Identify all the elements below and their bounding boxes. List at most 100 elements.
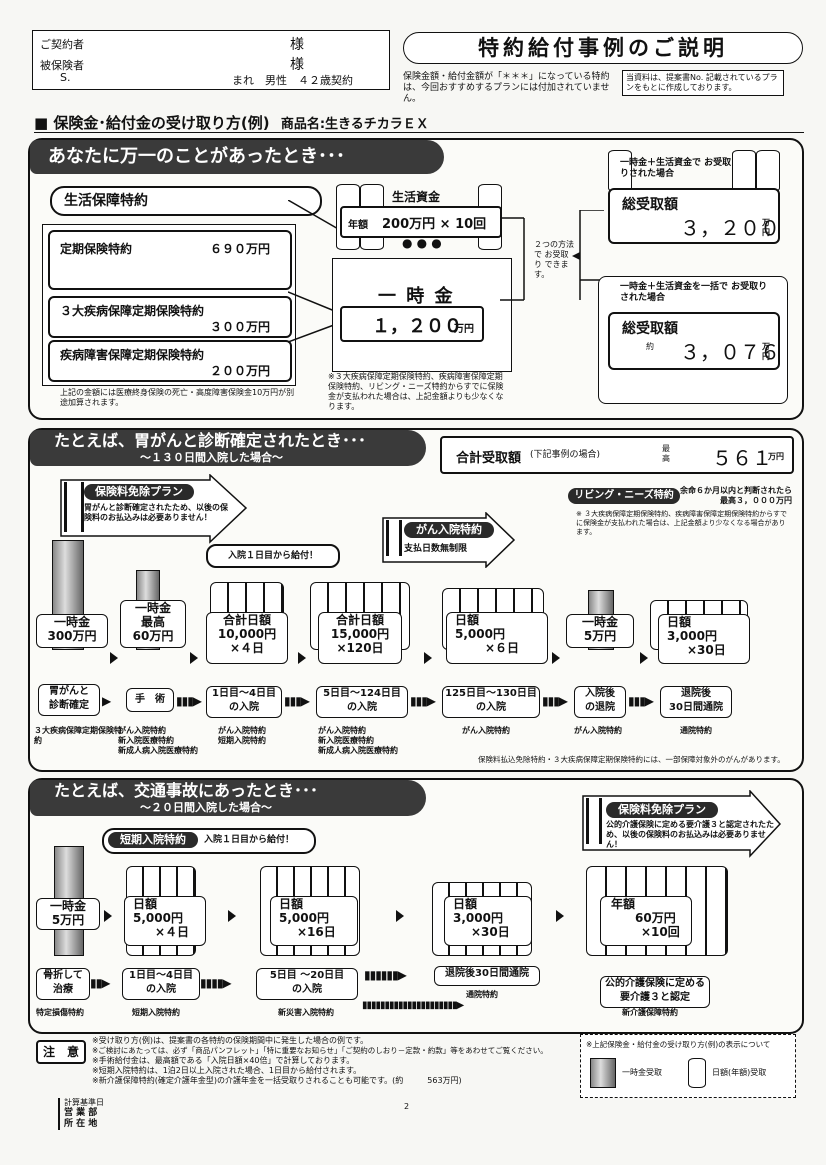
payout-line: ×120日 (336, 641, 384, 655)
cancer-rider-stripes (386, 520, 402, 556)
step-line: の入院 (347, 702, 377, 713)
step-line: の入院 (146, 984, 176, 995)
arrow-right-icon (110, 652, 118, 664)
step-line: の入院 (476, 702, 506, 713)
step-line: 30日間通院 (669, 702, 723, 713)
section-heading: ■ 保険金･給付金の受け取り方(例) 商品名:生きるチカラＥＸ (34, 112, 429, 133)
note-line: ※受け取り方(例)は、提案書の各特約の保険期間中に発生した場合の例です。 (92, 1036, 369, 1045)
notes-label: 注 意 (36, 1040, 86, 1064)
step-line: の入院 (229, 702, 259, 713)
total-label: 合計受取額 (456, 451, 522, 466)
total-value: ５６１ (712, 446, 772, 470)
step-rider: 短期入院特約 (132, 1008, 180, 1017)
insured-name: S. (60, 71, 71, 84)
option1-value: ３，２００ (680, 216, 780, 240)
day1-callout: 入院１日目から給付！ (206, 544, 340, 568)
page-number: 2 (404, 1102, 410, 1111)
option2-box: 総受取額 約 ３，０７６ 万円 (608, 312, 780, 370)
lump-sum-box: １，２００ 万円 (340, 306, 484, 342)
cancer-rider-title: がん入院特約 (404, 522, 494, 538)
progress-arrows: ▮▮▶ (90, 976, 110, 990)
lump-sum-unit: 万円 (454, 324, 474, 335)
option2-approx: 約 (646, 342, 654, 351)
arrow-right-icon (228, 910, 236, 922)
step-rider: 特定損傷特約 (36, 1008, 84, 1017)
legend-lump-label: 一時金受取 (622, 1068, 662, 1077)
waiver-title: 保険料免除プラン (606, 802, 718, 818)
lump-sum-legend-icon (590, 1058, 616, 1088)
progress-arrows: ▮▮▮▮▮▮▶ (364, 968, 407, 982)
section-cancer-banner: たとえば、胃がんと診断確定されたとき･･･ ～１３０日間入院した場合～ (30, 430, 426, 466)
banner-subtitle: ～２０日間入院した場合～ (140, 801, 272, 814)
payout-line: 年額 (611, 897, 636, 911)
progress-arrows: ▮▮▮▶ (542, 694, 568, 708)
step-line: 公的介護保険に定める (605, 978, 705, 989)
step-line: 要介護３と認定 (620, 992, 690, 1003)
insured-detail: まれ 男性 ４２歳契約 (232, 74, 353, 87)
waiver-title: 保険料免除プラン (84, 484, 194, 500)
progress-arrows: ▮▮▮▶ (176, 694, 202, 708)
option2-unit: 万円 (762, 342, 770, 361)
short-rider-text: 入院１日目から給付！ (204, 835, 295, 845)
document-title: 特約給付事例のご説明 (478, 36, 728, 60)
payout-line: 日額 (667, 615, 692, 629)
cancer-rider-arrow (382, 512, 516, 568)
rider-row-three-diseases: ３大疾病保障定期保険特約 ３００万円 (48, 296, 292, 338)
progress-arrows: ▮▮▮▶ (410, 694, 436, 708)
payout-line: 日額 (133, 897, 158, 911)
annual-value: 200万円 × 10回 (382, 217, 487, 232)
timeline-step: 公的介護保険に定める要介護３と認定 (600, 976, 710, 1008)
option2-label: 総受取額 (622, 321, 678, 337)
progress-arrows: ▶ (102, 694, 111, 708)
step-line: 1日目～4日目 (129, 970, 193, 981)
payout-line: 日額 (455, 613, 480, 627)
timeline-step: 1日目～4日目の入院 (206, 686, 282, 718)
contractor-label: ご契約者 (40, 38, 84, 51)
waiver-stripes (586, 798, 602, 844)
payout-line: ×４日 (155, 925, 190, 939)
step-line: 胃がんと (49, 686, 89, 697)
step-line: の退院 (585, 702, 615, 713)
heading-underline (34, 132, 804, 133)
note-line: ※手術給付金は、最高額である「入院日額×40倍」で計算しております。 (92, 1056, 355, 1065)
payout-line: 日額 (279, 897, 304, 911)
arrow-right-icon (298, 652, 306, 664)
step-rider: がん入院特約 新入院医療特約 新成人病入院医療特約 (318, 726, 398, 755)
rider-amount: ２００万円 (210, 364, 271, 378)
ellipsis: ● ● ● (402, 236, 442, 250)
note-line: ※ご検討にあたっては、必ず「商品パンフレット」「特に重要なお知らせ」「ご契約のし… (92, 1046, 548, 1055)
insured-honorific: 様 (290, 57, 304, 73)
contractor-honorific: 様 (290, 37, 304, 53)
rider-row-disability: 疾病障害保障定期保険特約 ２００万円 (48, 340, 292, 382)
short-rider-callout: 短期入院特約 入院１日目から給付！ (102, 828, 316, 854)
rider-amount: ３００万円 (210, 320, 271, 334)
contract-info-box (32, 30, 390, 90)
step-line: 手 術 (135, 694, 165, 705)
step-line: 125日目～130日目 (445, 688, 537, 699)
rider-amount: ６９０万円 (210, 242, 271, 256)
insured-label: 被保険者 (40, 59, 84, 72)
payout-line: 一時金 (53, 615, 90, 629)
arrow-right-icon (556, 910, 564, 922)
document-title-box: 特約給付事例のご説明 (403, 32, 803, 64)
step-rider: ３大疾病保障定期保険特約 (34, 726, 122, 745)
annual-prefix: 年額 (348, 220, 368, 231)
legend-daily-label: 日額(年額)受取 (712, 1068, 767, 1077)
short-rider-title: 短期入院特約 (108, 832, 198, 848)
header-note: 保険金額・給付金額が「＊＊＊」になっている特約は、今回おすすめするプランには付加… (403, 72, 610, 104)
payout-line: 最高 (140, 615, 165, 629)
note-line: ※短期入院特約は、1泊2日以上入院された場合、1日目から給付されます。 (92, 1066, 362, 1075)
progress-arrows: ▮▮▮▮▮▮▮▮▮▮▮▮▮▮▮▮▮▮▮▮▮▶ (362, 1000, 464, 1011)
timeline-step: 骨折して治療 (36, 968, 90, 1000)
option1-box: 総受取額 ３，２００ 万円 (608, 188, 780, 244)
section-death-banner: あなたに万一のことがあったとき･･･ (30, 140, 444, 174)
payout-line: ×16日 (297, 925, 336, 939)
